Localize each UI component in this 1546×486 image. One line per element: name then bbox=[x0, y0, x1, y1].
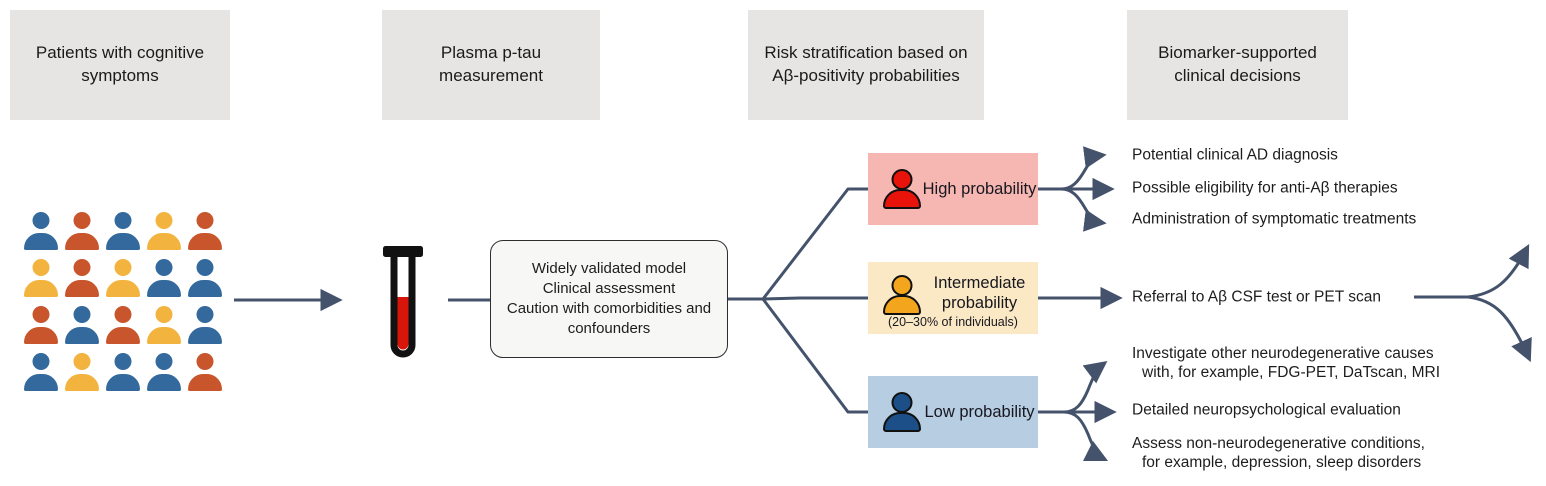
person-icon bbox=[65, 212, 99, 250]
model-note-box: Widely validated model Clinical assessme… bbox=[490, 240, 728, 358]
person-icon bbox=[24, 212, 58, 250]
person-icon bbox=[24, 259, 58, 297]
outcome-text: Possible eligibility for anti-Aβ therapi… bbox=[1132, 179, 1398, 197]
person-icon bbox=[65, 353, 99, 391]
model-line-2: Clinical assessment bbox=[542, 280, 676, 298]
outcome-text: with, for example, FDG-PET, DaTscan, MRI bbox=[1142, 364, 1441, 381]
line-split-to-low bbox=[761, 298, 868, 414]
person-icon bbox=[883, 392, 921, 432]
person-icon bbox=[188, 306, 222, 344]
outcome-low-2: Detailed neuropsychological evaluation bbox=[1132, 401, 1401, 420]
person-icon bbox=[188, 259, 222, 297]
outcome-text: Referral to Aβ CSF test or PET scan bbox=[1132, 288, 1381, 306]
person-icon bbox=[188, 212, 222, 250]
outcome-high-3: Administration of symptomatic treatments bbox=[1132, 210, 1416, 229]
high-probability-label: High probability bbox=[922, 179, 1037, 198]
outcome-text: Detailed neuropsychological evaluation bbox=[1132, 401, 1401, 419]
arrow-high-down bbox=[1060, 187, 1107, 232]
tube-blood bbox=[397, 297, 409, 350]
patient-crowd bbox=[24, 212, 222, 391]
outcome-low-3: Assess non-neurodegenerative conditions,… bbox=[1132, 434, 1425, 472]
outcome-high-2: Possible eligibility for anti-Aβ therapi… bbox=[1132, 179, 1398, 198]
person-icon bbox=[106, 212, 140, 250]
outcome-text: Assess non-neurodegenerative conditions, bbox=[1132, 435, 1425, 452]
person-icon bbox=[24, 306, 58, 344]
person-icon bbox=[65, 259, 99, 297]
outcome-high-1: Potential clinical AD diagnosis bbox=[1132, 146, 1338, 165]
arrow-referral-down bbox=[1467, 295, 1532, 363]
person-icon bbox=[24, 353, 58, 391]
header-risk-stratification: Risk stratification based on Aβ-positivi… bbox=[748, 10, 984, 120]
outcome-text: Investigate other neurodegenerative caus… bbox=[1132, 345, 1434, 362]
blood-test-tube-icon bbox=[383, 246, 423, 358]
line-split-to-high bbox=[761, 187, 868, 300]
outcome-intermediate-1: Referral to Aβ CSF test or PET scan bbox=[1132, 288, 1381, 307]
outcome-low-1: Investigate other neurodegenerative caus… bbox=[1132, 344, 1440, 382]
intermediate-probability-box: Intermediate probability (20–30% of indi… bbox=[868, 262, 1038, 334]
person-icon bbox=[147, 353, 181, 391]
high-probability-box: High probability bbox=[868, 153, 1038, 225]
person-icon bbox=[883, 275, 921, 315]
model-line-1: Widely validated model bbox=[531, 260, 687, 278]
person-icon bbox=[106, 306, 140, 344]
model-line-3: Caution with comorbidities and confounde… bbox=[506, 300, 712, 337]
person-icon bbox=[147, 212, 181, 250]
intermediate-probability-label: Intermediate probability bbox=[933, 274, 1026, 313]
person-icon bbox=[147, 306, 181, 344]
person-icon bbox=[65, 306, 99, 344]
arrow-referral-up bbox=[1467, 244, 1530, 299]
header-biomarker-decisions: Biomarker-supported clinical decisions bbox=[1127, 10, 1348, 120]
low-probability-label: Low probability bbox=[924, 402, 1035, 421]
intermediate-probability-subtext: (20–30% of individuals) bbox=[888, 315, 1018, 329]
person-icon bbox=[188, 353, 222, 391]
header-plasma-ptau: Plasma p-tau measurement bbox=[382, 10, 600, 120]
person-icon bbox=[106, 353, 140, 391]
header-patients: Patients with cognitive symptoms bbox=[10, 10, 230, 120]
person-icon bbox=[883, 169, 921, 209]
outcome-text: Potential clinical AD diagnosis bbox=[1132, 146, 1338, 164]
line-split-to-intermediate bbox=[762, 296, 868, 301]
arrow-high-up bbox=[1060, 146, 1107, 191]
arrow-low-up bbox=[1063, 360, 1108, 414]
arrow-low-down bbox=[1063, 410, 1109, 462]
outcome-text: for example, depression, sleep disorders bbox=[1142, 454, 1422, 471]
person-icon bbox=[106, 259, 140, 297]
person-icon bbox=[147, 259, 181, 297]
low-probability-box: Low probability bbox=[868, 376, 1038, 448]
outcome-text: Administration of symptomatic treatments bbox=[1132, 210, 1417, 228]
